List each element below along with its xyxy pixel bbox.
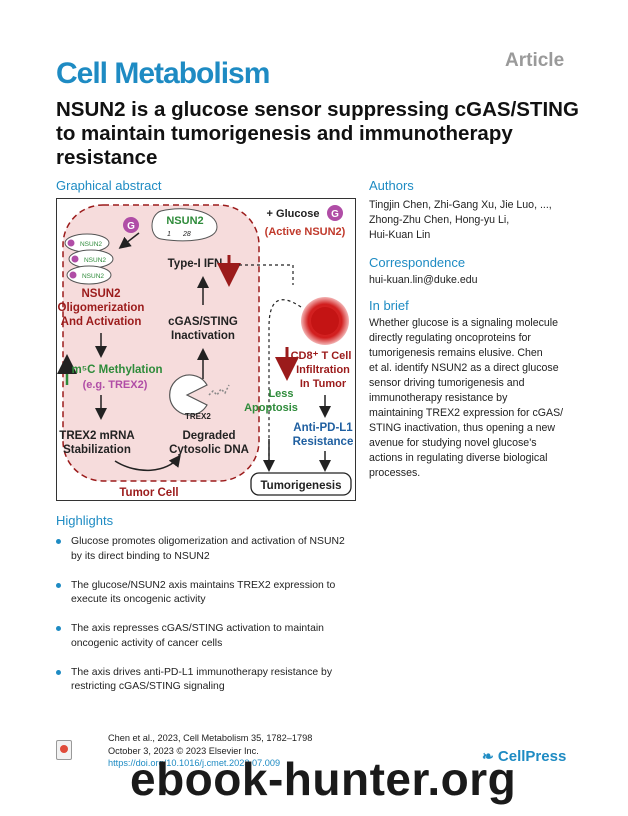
glucose-badge-text: G: [127, 221, 135, 232]
bullet-icon: [56, 539, 61, 544]
oligomer-label-2: NSUN2: [84, 257, 106, 264]
authors-line-3: Hui-Kuan Lin: [369, 229, 431, 241]
trex2-enzyme-icon: [169, 374, 208, 416]
bullet-icon: [56, 669, 61, 675]
oligomerization-line1: NSUN2: [82, 288, 121, 300]
page-title: NSUN2 is a glucose sensor suppressing cG…: [56, 98, 579, 169]
in-brief-line: immunotherapy resistance by: [369, 392, 508, 404]
trex2-mrna-text: TREX2 mRNA: [59, 430, 134, 442]
trex2-enzyme-label: TREX2: [185, 412, 211, 421]
watermark-text: ebook-hunter.org: [130, 753, 517, 805]
in-brief-line: directly regulating oncoproteins for: [369, 332, 531, 344]
journal-name[interactable]: Cell Metabolism: [56, 57, 270, 90]
in-brief-line: avenue for studying novel glucose's: [369, 437, 537, 449]
oligomer-label-3: NSUN2: [82, 273, 104, 280]
in-brief-heading: In brief: [369, 298, 409, 313]
citation-line-2: October 3, 2023 © 2023 Elsevier Inc.: [108, 745, 259, 756]
highlight-text: The axis drives anti-PD-L1 immunotherapy…: [71, 666, 333, 693]
highlight-item: The axis represses cGAS/STING activation…: [56, 622, 356, 651]
plus-glucose-text: + Glucose: [267, 208, 320, 220]
residue-1-label: 1: [167, 231, 171, 238]
m5c-example-text: (e.g. TREX2): [83, 379, 148, 391]
degraded-text: Degraded: [182, 430, 235, 442]
cellpress-icon: ❧: [482, 748, 494, 764]
graphical-abstract-figure: G NSUN2 1 28 NSUN2 NSUN2 NSUN2 NSUN2 Oli…: [57, 204, 354, 499]
oligomerization-line2: Oligomerization: [58, 302, 145, 314]
highlight-text: Glucose promotes oligomerization and act…: [71, 536, 345, 562]
citation-line-1: Chen et al., 2023, Cell Metabolism 35, 1…: [108, 733, 313, 743]
m5c-methylation-text: m⁵C Methylation: [71, 364, 162, 376]
oligomerization-line3: And Activation: [61, 316, 142, 328]
cytosolic-dna-text: Cytosolic DNA: [169, 444, 249, 456]
highlight-text: The glucose/NSUN2 axis maintains TREX2 e…: [71, 579, 336, 606]
in-brief-line: tumorigenesis remains elusive. Chen: [369, 347, 543, 359]
bullet-icon: [56, 626, 61, 631]
highlights-list: Glucose promotes oligomerization and act…: [56, 535, 356, 709]
type1-ifn-text: Type-I IFN: [168, 258, 223, 270]
in-brief-line: STING inactivation, thus opening a new: [369, 422, 556, 434]
cd8-line2: Infiltration: [296, 364, 350, 376]
article-type-label: Article: [505, 50, 565, 71]
cd8-line3: In Tumor: [300, 378, 347, 390]
highlight-text: The axis represses cGAS/STING activation…: [71, 623, 324, 649]
cellpress-text: CellPress: [497, 748, 567, 765]
tumorigenesis-box: [250, 472, 352, 496]
less-text: Less: [268, 388, 293, 400]
glucose-icon: [123, 217, 139, 233]
citation-block: Chen et al., 2023, Cell Metabolism 35, 1…: [108, 732, 312, 770]
in-brief-line: Whether glucose is a signaling molecule: [369, 317, 559, 329]
highlight-item: The axis drives anti-PD-L1 immunotherapy…: [56, 666, 356, 695]
authors-list: Tingjin Chen, Zhi-Gang Xu, Jie Luo, ...,…: [369, 198, 552, 243]
nsun2-oligomer-icon: [64, 233, 114, 285]
dna-fragments-icon: [208, 384, 230, 397]
cgas-sting-text: cGAS/STING: [168, 316, 238, 328]
nsun2-protein-icon: [151, 208, 218, 242]
doi-link[interactable]: https://doi.org/10.1016/j.cmet.2023.07.0…: [108, 758, 281, 768]
anti-pdl1-text: Anti-PD-L1: [293, 422, 353, 434]
in-brief-line: et al. identify NSUN2 as a direct glucos…: [369, 362, 559, 374]
cellpress-logo[interactable]: ❧ CellPress: [482, 748, 566, 765]
graphical-abstract-heading: Graphical abstract: [56, 178, 162, 193]
nsun2-label: NSUN2: [166, 215, 203, 227]
graphical-abstract: G NSUN2 1 28 NSUN2 NSUN2 NSUN2 NSUN2 Oli…: [56, 198, 356, 501]
in-brief-line: actions in regulating diverse biological: [369, 452, 548, 464]
correspondence-heading: Correspondence: [369, 255, 466, 270]
active-nsun2-text: (Active NSUN2): [265, 226, 346, 238]
check-for-updates-icon[interactable]: [56, 740, 72, 760]
highlight-item: Glucose promotes oligomerization and act…: [56, 535, 356, 564]
authors-heading: Authors: [369, 178, 414, 193]
highlight-item: The glucose/NSUN2 axis maintains TREX2 e…: [56, 579, 356, 608]
in-brief-line: sensor driving tumorigenesis and: [369, 377, 525, 389]
glucose-badge-right: G: [331, 209, 339, 220]
inactivation-text: Inactivation: [171, 330, 235, 342]
in-brief-text: Whether glucose is a signaling molecule …: [369, 316, 563, 481]
tumor-cell-membrane: [62, 204, 260, 482]
in-brief-line: processes.: [369, 467, 421, 479]
oligomer-label-1: NSUN2: [80, 241, 102, 248]
authors-line-2: Zhong-Zhu Chen, Hong-yu Li,: [369, 214, 510, 226]
tumor-cell-label: Tumor Cell: [119, 487, 178, 499]
authors-line-1: Tingjin Chen, Zhi-Gang Xu, Jie Luo, ...,: [369, 199, 552, 211]
resistance-text: Resistance: [293, 436, 354, 448]
tumorigenesis-text: Tumorigenesis: [261, 480, 342, 492]
apoptosis-text: Apoptosis: [244, 402, 298, 414]
highlights-heading: Highlights: [56, 513, 114, 528]
in-brief-line: maintaining TREX2 expression for cGAS/: [369, 407, 564, 419]
bullet-icon: [56, 582, 61, 588]
residue-28-label: 28: [182, 231, 191, 238]
trex2-stabilization-text: Stabilization: [63, 444, 131, 456]
correspondence-email[interactable]: hui-kuan.lin@duke.edu: [369, 274, 478, 286]
cd8-line1: CD8⁺ T Cell: [291, 350, 352, 362]
glucose-icon-right: [327, 205, 343, 221]
